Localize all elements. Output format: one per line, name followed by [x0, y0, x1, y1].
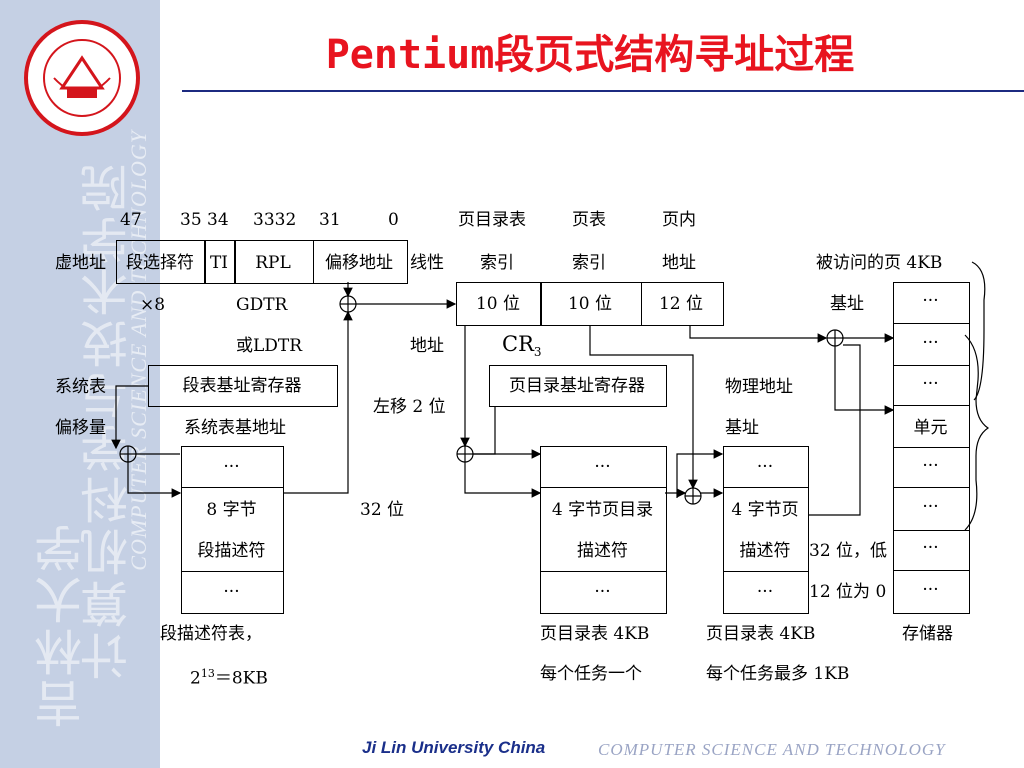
pdir-caption-2: 每个任务一个 — [540, 664, 642, 684]
memory-caption: 存储器 — [902, 624, 953, 644]
memory-row — [893, 570, 970, 614]
rpl-field — [234, 240, 314, 284]
pdir-caption-1: 页目录表 4KB — [540, 624, 650, 644]
table-index-field — [540, 282, 642, 326]
shift-left-label: 左移 2 位 — [373, 397, 446, 417]
ti-label: TI — [209, 253, 229, 273]
ptable-dots-bottom: ··· — [756, 582, 774, 602]
low-bits-label-2: 12 位为 0 — [809, 582, 887, 602]
linear-address-label: 地址 — [410, 336, 444, 356]
phys-base-label-2: 基址 — [725, 418, 759, 438]
sidebar-band: 吉林大学 计算机科学与技术学院 COMPUTER SCIENCE AND TEC… — [0, 0, 160, 768]
system-table-label: 系统表 — [55, 377, 106, 397]
ti-field — [204, 240, 236, 284]
phys-base-label-1: 物理地址 — [725, 377, 793, 397]
footer-department-name: COMPUTER SCIENCE AND TECHNOLOGY — [598, 740, 946, 759]
page-offset-label-1: 页内 — [662, 210, 696, 230]
ptable-row — [723, 446, 809, 488]
pdir-dots-bottom: ··· — [594, 582, 611, 602]
bit-label-33-32: 3332 — [253, 210, 297, 230]
seg-table-row — [181, 446, 284, 488]
ptable-dots-top: ··· — [756, 457, 774, 477]
page-table-index-label-1: 页表 — [572, 210, 606, 230]
selector-label: 段选择符 — [126, 253, 194, 273]
segment-table-base-register-label: 段表基址寄存器 — [182, 376, 302, 396]
offset-amount-label: 偏移量 — [55, 418, 106, 438]
bit-label-35-34: 35 34 — [180, 210, 229, 230]
page-offset-label-2: 地址 — [662, 253, 696, 273]
accessed-page-label: 被访问的页 4KB — [816, 253, 943, 273]
rpl-label: RPL — [255, 253, 291, 273]
seg-table-caption-1: 段描述符表， — [160, 624, 262, 644]
title-underline — [182, 90, 1024, 92]
table-index-width: 10 位 — [567, 294, 613, 314]
seg-descriptor-line1: 8 字节 — [206, 500, 257, 520]
page-dir-index-label-2: 索引 — [480, 253, 514, 273]
gdtr-label: GDTR — [236, 295, 288, 315]
page-descriptor-line2: 描述符 — [739, 541, 791, 561]
virtual-address-label: 虚地址 — [55, 253, 106, 273]
memory-dots-2: ··· — [922, 333, 939, 353]
page-offset-width: 12 位 — [658, 294, 704, 314]
memory-dots-5: ··· — [922, 497, 939, 517]
seg-descriptor-line2: 段描述符 — [197, 541, 266, 561]
memory-dots-3: ··· — [922, 374, 939, 394]
times-8-label: ×8 — [140, 295, 166, 315]
page-dir-index-label-1: 页目录表 — [458, 210, 526, 230]
pdir-descriptor-line2: 描述符 — [577, 541, 628, 561]
seg-table-dots-top: ··· — [223, 457, 240, 477]
selector-field — [116, 240, 206, 284]
pdir-row — [540, 446, 667, 488]
bits-32-label: 32 位 — [360, 500, 405, 520]
memory-unit-label: 单元 — [913, 418, 948, 438]
memory-dots-4: ··· — [922, 456, 939, 476]
ptable-row — [723, 571, 809, 614]
seg-table-dots-bottom: ··· — [223, 582, 240, 602]
cr3-label: CR3 — [502, 332, 542, 360]
ldtr-label: 或LDTR — [236, 336, 303, 356]
page-descriptor-line1: 4 字节页 — [731, 500, 799, 520]
slide-title: Pentium段页式结构寻址过程 — [325, 32, 855, 78]
memory-dots-1: ··· — [922, 291, 939, 311]
footer-university-name: Ji Lin University China — [362, 738, 546, 757]
page-dir-base-register — [489, 365, 667, 407]
low-bits-label-1: 32 位，低 — [809, 541, 888, 561]
memory-row — [893, 323, 970, 366]
page-base-label: 基址 — [830, 294, 864, 314]
university-emblem-icon — [24, 20, 140, 136]
segment-table-base-register — [148, 365, 338, 407]
system-table-base-label: 系统表基地址 — [184, 418, 286, 438]
bit-label-47: 47 — [120, 210, 142, 230]
seg-table-row — [181, 571, 284, 614]
bit-label-0: 0 — [388, 210, 399, 230]
page-dir-base-register-label: 页目录基址寄存器 — [509, 376, 645, 396]
memory-row — [893, 487, 970, 531]
seg-table-caption-2: 213＝8KB — [190, 667, 268, 689]
memory-dots-6: ··· — [922, 538, 939, 558]
memory-row — [893, 405, 970, 448]
dir-index-field — [456, 282, 542, 326]
ptable-caption-2: 每个任务最多 1KB — [706, 664, 850, 684]
linear-label: 线性 — [410, 253, 444, 273]
pdir-row — [540, 571, 667, 614]
pdir-dots-top: ··· — [594, 457, 611, 477]
dir-index-width: 10 位 — [475, 294, 521, 314]
pdir-descriptor-line1: 4 字节页目录 — [551, 500, 654, 520]
ptable-caption-1: 页目录表 4KB — [706, 624, 816, 644]
page-table-index-label-2: 索引 — [572, 253, 606, 273]
offset-label: 偏移地址 — [325, 253, 393, 273]
bit-label-31: 31 — [319, 210, 341, 230]
memory-dots-7: ··· — [922, 580, 939, 600]
